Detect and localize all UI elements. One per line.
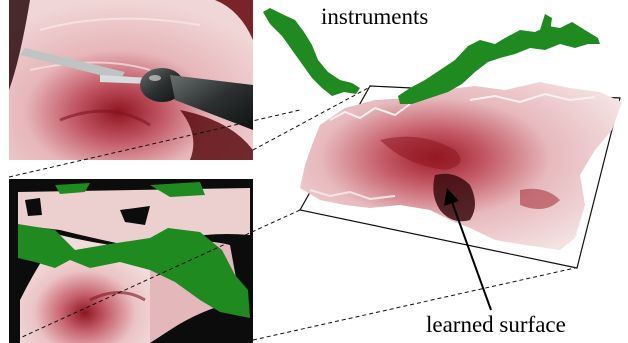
bottom-left-masked-frame [9, 179, 253, 343]
reconstructed-surface [300, 82, 622, 268]
instruments-label: instruments [321, 4, 428, 30]
learned-surface-label: learned surface [426, 312, 566, 338]
top-left-endoscope-frame [9, 0, 253, 160]
